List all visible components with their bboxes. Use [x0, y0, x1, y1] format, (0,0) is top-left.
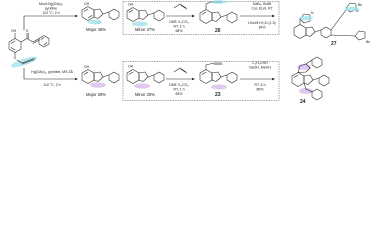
compound-24 [291, 56, 330, 101]
bottom-major-highlight [90, 82, 106, 88]
compound-26-label: 26 [215, 28, 221, 34]
compound-27-highlight-left [299, 15, 313, 21]
start-oh-label: OH [11, 29, 17, 33]
bottom-step3-aldehyde: C₆H₅CHO [252, 61, 268, 65]
compound-26-highlight [211, 0, 227, 4]
compound-27: N Bn N Bn [293, 2, 370, 44]
top-minor-oh-label: OH [128, 3, 134, 7]
top-step3-solvent: t-BuOH:H₂O (1:3) [248, 21, 275, 25]
start-ether-o-label: O [14, 56, 17, 60]
top-major-oh-label: OH [84, 2, 90, 6]
top-step2-time: RT, 1 h [173, 25, 184, 29]
compound-23-label: 23 [215, 92, 221, 98]
top-major-highlight [88, 19, 102, 25]
bottom-dashed-box [122, 61, 280, 101]
top-condition-reagent: Mont-Hg(OAc)₂ [39, 2, 64, 6]
start-carbonyl-o-label: O [26, 29, 29, 33]
bottom-major-product: OH [81, 65, 120, 88]
bottom-minor-highlight [134, 83, 150, 89]
top-condition-temp: 110 °C, 2 h [42, 11, 59, 15]
compound-24-label: 24 [300, 99, 306, 105]
top-condition-base: pyridine [45, 7, 57, 11]
triazole-n-label-top: N [311, 11, 314, 15]
bottom-step2-yield: 65% [175, 92, 182, 96]
bottom-condition-reagents: Hg(OAc)₂, pyridine, MS 3Å [31, 69, 73, 74]
bottom-major-oh-label: OH [84, 65, 90, 69]
triazole-n-label-right: N [356, 9, 359, 13]
top-major-label: Major 46% [86, 27, 106, 32]
compound-27-label: 27 [331, 41, 337, 47]
compound-27-highlight-right [345, 6, 359, 12]
bottom-minor-product: OH [126, 65, 165, 89]
bottom-step2-time: RT, 1 h [173, 88, 184, 92]
bn-label-top: Bn [358, 3, 362, 7]
top-dashed-box [122, 1, 280, 35]
bottom-minor-label: Minor 25% [135, 92, 155, 97]
bottom-minor-oh-label: OH [128, 65, 134, 69]
top-step3-catalyst: CuI, Et₃N, RT [251, 7, 273, 11]
compound-23 [199, 62, 238, 90]
compound-24-highlight-bottom [299, 88, 313, 94]
bottom-step3-time: RT, 6 h [254, 83, 265, 87]
top-step3-reagents: NaN₃, BnBr [253, 2, 272, 6]
reaction-scheme: OH O O Mont-Hg(OAc)₂ pyridine 110 °C, 2 … [8, 0, 370, 105]
bottom-branch: Hg(OAc)₂, pyridine, MS 3Å 110 °C, 2 h OH… [31, 56, 330, 105]
top-minor-label: Minor 37% [135, 27, 155, 32]
bottom-step2-solvent: DMF, K₂CO₃ [169, 83, 189, 87]
top-branch: Mont-Hg(OAc)₂ pyridine 110 °C, 2 h OH O … [39, 0, 370, 47]
top-step2-solvent: DMF, K₂CO₃ [169, 20, 189, 24]
bottom-major-label: Major 39% [86, 92, 106, 97]
bottom-step3-base: NaOH, MeOH [249, 66, 271, 70]
bottom-step3-yield: 85% [256, 88, 263, 92]
branch-arrows [23, 14, 78, 81]
top-minor-highlight [132, 21, 148, 27]
top-minor-product: OH [126, 3, 165, 27]
top-step2-yield: 68% [175, 29, 182, 33]
top-step3-yield: 34% [258, 26, 265, 30]
bottom-condition-temp: 110 °C, 2 h [43, 83, 60, 87]
compound-26 [199, 0, 238, 24]
bn-label-bottom: Bn [366, 40, 370, 44]
compound-23-highlight [211, 84, 227, 90]
top-major-product: OH O [81, 2, 120, 25]
starting-material: OH O O [8, 29, 50, 68]
